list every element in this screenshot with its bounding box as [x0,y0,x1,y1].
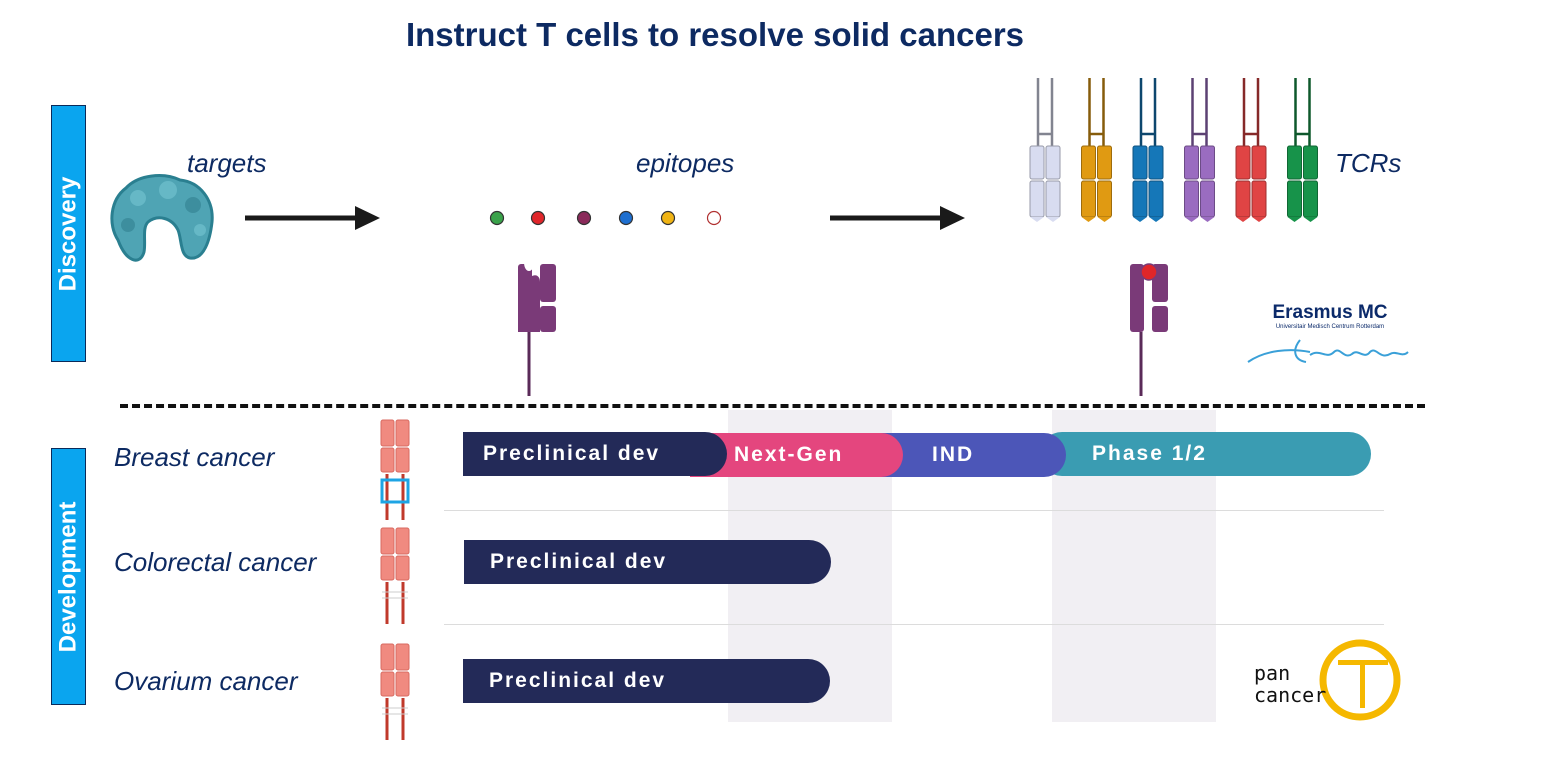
mhc-epitope-complex-icon [1130,263,1168,396]
phase-bar-preclinical: Preclinical dev [464,540,831,584]
phase-label: Preclinical dev [490,550,668,573]
row-label-breast: Breast cancer [114,442,275,472]
mhc-receptor-icon [518,262,556,396]
phase-bar-phase12: Phase 1/2 [1040,432,1371,476]
tcr-receptor-icon [1029,78,1061,222]
pancancer-line2: cancer [1254,683,1327,707]
erasmus-logo-name: Erasmus MC [1272,302,1388,323]
phase-label: Preclinical dev [489,669,667,692]
targets-label: targets [187,148,267,178]
development-label-text: Development [54,501,82,652]
epitope-dot [489,210,505,226]
epitope-dots [489,210,722,226]
erasmus-signature-icon [1247,339,1409,363]
phase-label: Preclinical dev [483,442,661,465]
pancancer-t-logo: pan cancer [1250,636,1420,724]
tcr-receptor-icon [1235,78,1267,222]
row-separator [444,624,1384,625]
epitope-dot [706,210,722,226]
discovery-section-label: Discovery [51,105,86,362]
epitope-dot [576,210,592,226]
phase-label: Next-Gen [734,443,844,466]
phase-label: IND [932,443,975,466]
epitope-dot [660,210,676,226]
tcr-receptor-icon [1081,78,1112,222]
tumor-icon [110,174,214,262]
phase-label: Phase 1/2 [1092,442,1207,465]
epitope-dot [618,210,634,226]
page-title: Instruct T cells to resolve solid cancer… [405,16,1025,53]
row-label-ovarium: Ovarium cancer [114,666,298,696]
tcr-cell-icon [380,527,410,624]
row-label-colorectal: Colorectal cancer [114,547,317,577]
tcr-receptor-icon [1132,78,1164,222]
discovery-label-text: Discovery [54,176,82,291]
epitopes-label: epitopes [636,148,735,178]
erasmus-mc-logo: Erasmus MC Universitair Medisch Centrum … [1240,302,1420,375]
development-section-label: Development [51,448,86,705]
epitope-dot [530,210,546,226]
tcr-receptor-icon [1184,78,1215,222]
tcr-cell-icon [380,643,410,740]
pancancer-ring-icon [1319,639,1401,721]
erasmus-logo-subtitle: Universitair Medisch Centrum Rotterdam [1275,324,1385,330]
tcr-receptors [1029,78,1318,222]
row-separator [444,510,1384,511]
pancancer-line1: pan [1254,661,1291,685]
section-divider [120,404,1425,408]
phase-bar-preclinical: Preclinical dev [463,659,830,703]
tcr-cell-icon [380,419,410,520]
tcrs-label: TCRs [1335,148,1402,178]
arrow-right-icon [830,206,965,230]
tcr-receptor-icon [1287,78,1318,222]
phase-bar-preclinical: Preclinical dev [463,432,727,476]
arrow-right-icon [245,206,380,230]
